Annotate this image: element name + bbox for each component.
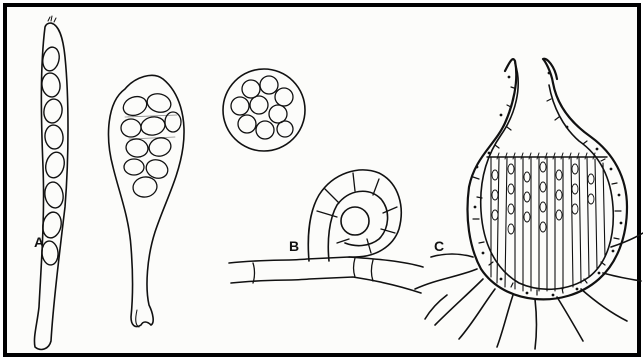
- perithecium-hyphae: [415, 233, 643, 349]
- figure-frame: A B C: [3, 3, 641, 357]
- panel-label-c: C: [434, 239, 444, 253]
- ascus-clavate: [109, 75, 184, 327]
- panel-label-a: A: [34, 235, 44, 249]
- figure-drawing: [7, 7, 643, 359]
- perithecium-asci: [487, 153, 607, 291]
- panel-label-b: B: [289, 239, 299, 253]
- ascospores-clavate: [121, 91, 181, 199]
- hypha-b: [229, 257, 423, 293]
- ascus-globose: [223, 69, 305, 151]
- ascogonium-coil: [308, 170, 401, 261]
- ascospores-a: [40, 46, 66, 266]
